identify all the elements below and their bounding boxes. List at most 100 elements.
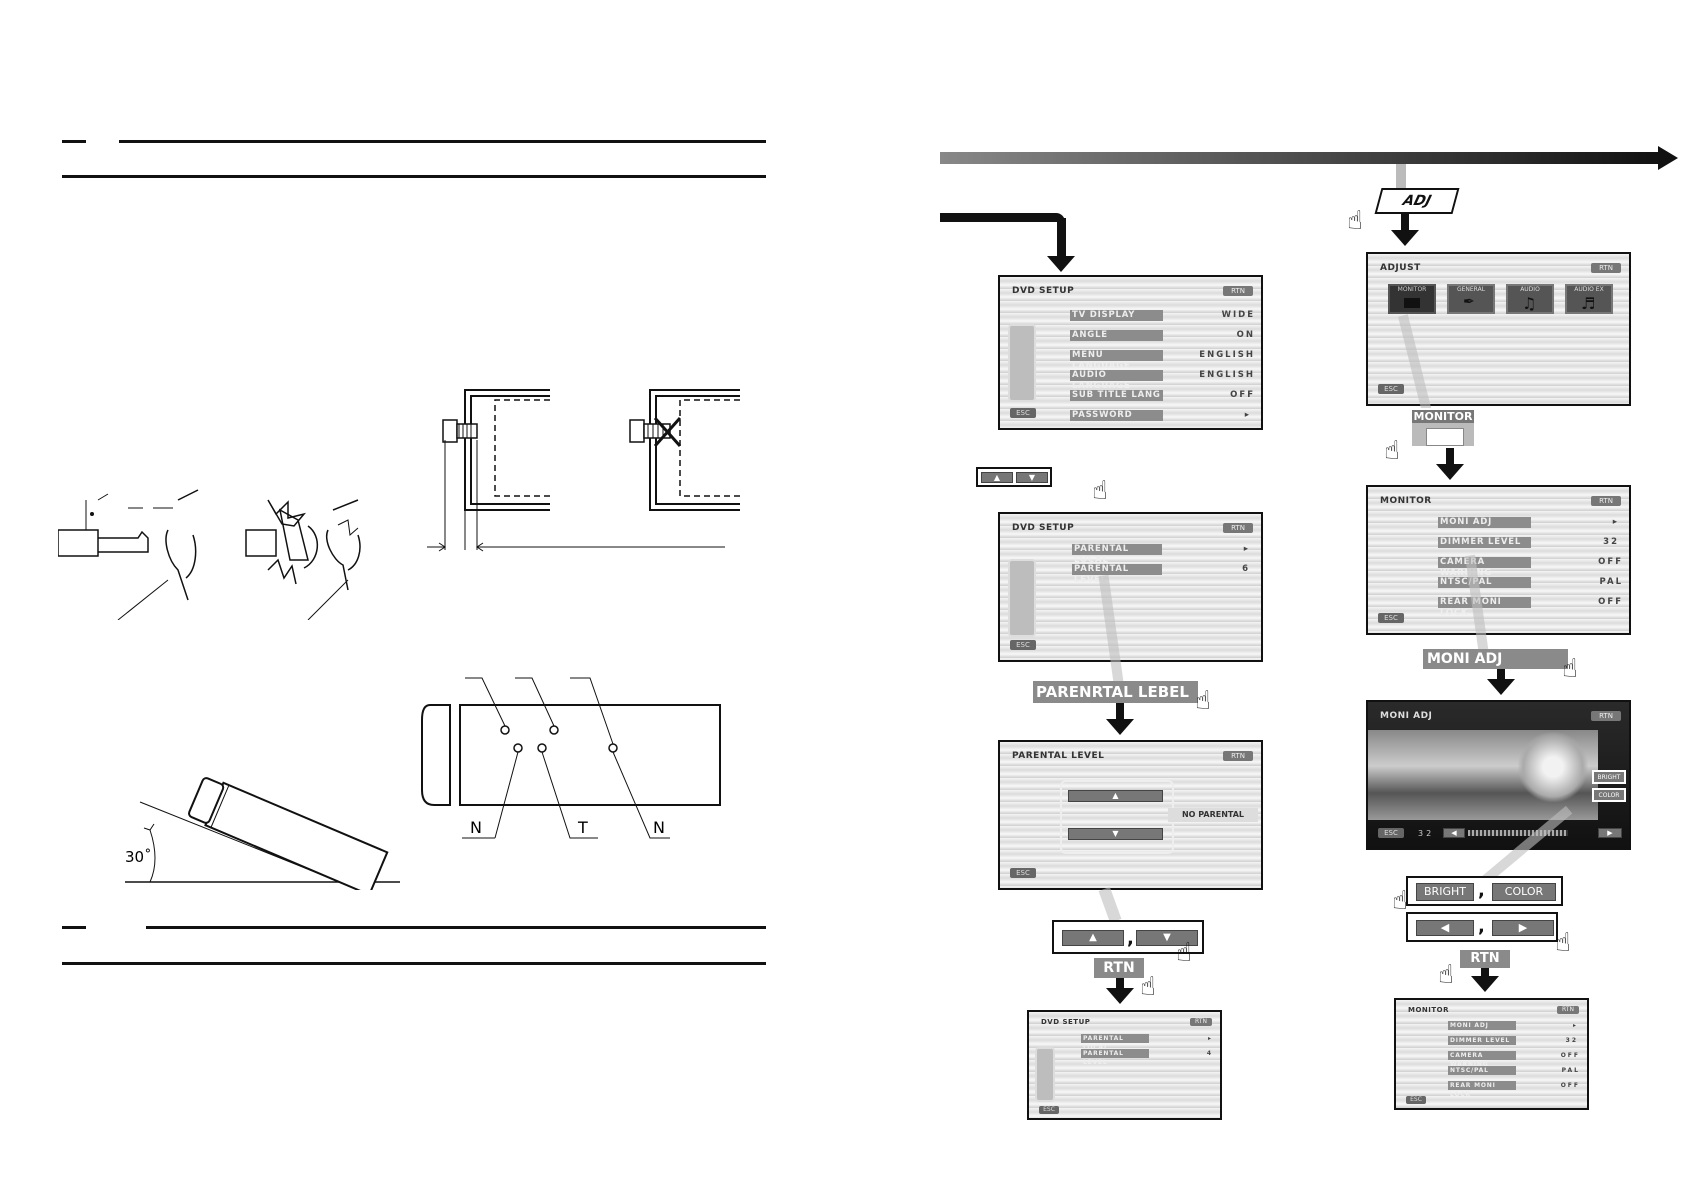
icon-label: MONITOR	[1397, 286, 1427, 293]
rtn-button[interactable]: RTN	[1190, 1018, 1212, 1026]
rtn-button[interactable]: RTN	[1591, 711, 1621, 721]
menu-row[interactable]: PARENTAL LOCAL ▸	[1081, 1034, 1213, 1051]
menu-row[interactable]: PARENTAL LOCAL ▸	[1072, 544, 1250, 565]
key-insertion-diagram	[58, 489, 361, 620]
color-button[interactable]: COLOR	[1592, 788, 1626, 802]
up-button[interactable]: ▲	[1062, 930, 1124, 946]
level-up-button[interactable]: ▲	[1068, 790, 1163, 802]
esc-button[interactable]: ESC	[1378, 828, 1404, 838]
menu-row[interactable]: TV DISPLAY WIDE	[1070, 310, 1255, 323]
hand-icon: ☝	[1438, 960, 1454, 990]
menu-row[interactable]: PARENTAL LEVEL 6	[1072, 564, 1250, 585]
audio-icon-tile[interactable]: AUDIO ♫	[1506, 284, 1554, 314]
row-label: PARENTAL LEVEL	[1081, 1049, 1149, 1066]
down-button[interactable]: ▼	[1136, 930, 1198, 946]
tree-silhouette	[1518, 732, 1588, 802]
rtn-button[interactable]: RTN	[1557, 1006, 1579, 1014]
rtn-button[interactable]: RTN	[1591, 263, 1621, 273]
right-button[interactable]: ▶	[1492, 920, 1554, 936]
menu-row[interactable]: SUB TITLE LANG OFF	[1070, 390, 1255, 403]
menu-row[interactable]: NTSC/PAL PAL	[1448, 1066, 1580, 1076]
esc-button[interactable]: ESC	[1010, 868, 1036, 878]
parental-level-callout[interactable]: PARENRTAL LEBEL	[1033, 681, 1198, 703]
right-button[interactable]: ▶	[1598, 828, 1622, 838]
rtn-button[interactable]: RTN	[1223, 751, 1253, 761]
menu-row[interactable]: MENU LANGUAGE ENGLISH	[1070, 350, 1255, 371]
menu-row[interactable]: ANGLE ON	[1070, 330, 1255, 343]
rtn-button[interactable]: RTN	[1223, 523, 1253, 533]
esc-button[interactable]: ESC	[1378, 384, 1404, 394]
menu-row[interactable]: CAMERA WARNING OFF	[1448, 1051, 1580, 1068]
esc-button[interactable]: ESC	[1406, 1096, 1426, 1104]
left-button[interactable]: ◀	[1443, 828, 1465, 838]
angle-label: 30˚	[125, 848, 152, 866]
moni-adj-screen: MONI ADJ RTN BRIGHT COLOR ESC 32 ◀ ▶	[1366, 700, 1631, 850]
color-button[interactable]: COLOR	[1492, 883, 1556, 901]
hand-icon: ☝	[1392, 886, 1408, 916]
row-value: ▸	[1244, 410, 1251, 420]
menu-row[interactable]: REAR MONI LOCK OFF	[1438, 597, 1623, 618]
menu-row[interactable]: DIMMER LEVEL 32	[1448, 1036, 1580, 1046]
down-button[interactable]: ▼	[1016, 472, 1048, 483]
arrow-stem	[1116, 703, 1124, 721]
unit-screw-holes-diagram: N T N	[421, 677, 721, 839]
entry-arrow-stem	[1057, 218, 1066, 256]
scrollbar[interactable]	[1035, 1047, 1055, 1102]
down-arrow-icon	[1471, 976, 1499, 992]
bracket-wrong-diagram	[629, 389, 740, 511]
audio-ex-icon-tile[interactable]: AUDIO EX ♬	[1565, 284, 1613, 314]
up-down-buttons: ▲ ▼	[976, 467, 1052, 487]
rtn-button[interactable]: RTN	[1591, 496, 1621, 506]
down-arrow-icon	[1391, 230, 1419, 246]
bright-button[interactable]: BRIGHT	[1592, 770, 1626, 784]
row-label: CAMERA WARNING	[1448, 1051, 1516, 1068]
row-label: REAR MONI LOCK	[1448, 1081, 1516, 1098]
music-note-icon: ♫	[1522, 294, 1537, 313]
monitor-icon	[1404, 298, 1420, 308]
scrollbar[interactable]	[1008, 324, 1036, 402]
menu-row[interactable]: AUDIO LANGUAGE ENGLISH	[1070, 370, 1255, 391]
row-value: 4	[1206, 1050, 1213, 1057]
bracket-correct-diagram	[427, 389, 725, 552]
menu-row[interactable]: MONI ADJ ▸	[1438, 517, 1623, 530]
rtn-callout[interactable]: RTN	[1460, 950, 1510, 968]
scrollbar[interactable]	[1008, 559, 1036, 637]
menu-row[interactable]: PASSWORD ▸	[1070, 410, 1255, 423]
menu-row[interactable]: DIMMER LEVEL 32	[1438, 537, 1623, 550]
row-label: DIMMER LEVEL	[1448, 1036, 1516, 1045]
row-value: OFF	[1560, 1052, 1580, 1059]
menu-row[interactable]: REAR MONI LOCK OFF	[1448, 1081, 1580, 1098]
esc-button[interactable]: ESC	[1378, 613, 1404, 623]
rtn-button[interactable]: RTN	[1223, 286, 1253, 296]
bright-button[interactable]: BRIGHT	[1416, 883, 1474, 901]
screen-title: PARENTAL LEVEL	[1012, 751, 1105, 761]
monitor-callout[interactable]: MONITOR	[1410, 408, 1476, 448]
esc-button[interactable]: ESC	[1039, 1106, 1059, 1114]
menu-row[interactable]: NTSC/PAL PAL	[1438, 577, 1623, 590]
screw-label-n2: N	[653, 818, 665, 837]
row-label: DIMMER LEVEL	[1438, 537, 1531, 548]
up-button[interactable]: ▲	[981, 472, 1013, 483]
comma: ,	[1127, 928, 1134, 949]
row-value: 32	[1565, 1037, 1578, 1044]
arrow-stem	[1116, 978, 1124, 990]
row-value: 6	[1242, 564, 1250, 574]
row-label: NTSC/PAL	[1448, 1066, 1516, 1075]
esc-button[interactable]: ESC	[1010, 408, 1036, 418]
hand-icon: ☝	[1140, 972, 1156, 1002]
esc-button[interactable]: ESC	[1010, 640, 1036, 650]
level-down-button[interactable]: ▼	[1068, 828, 1163, 840]
screen-title: MONITOR	[1408, 1006, 1449, 1014]
rtn-callout[interactable]: RTN	[1094, 958, 1144, 978]
row-label: PARENTAL LEVEL	[1072, 564, 1162, 585]
down-arrow-icon	[1436, 464, 1464, 480]
menu-row[interactable]: PARENTAL LEVEL 4	[1081, 1049, 1213, 1066]
adj-key-connector	[1396, 164, 1406, 188]
menu-row[interactable]: MONI ADJ ▸	[1448, 1021, 1580, 1031]
menu-row[interactable]: CAMERA WARNING OFF	[1438, 557, 1623, 578]
general-icon-tile[interactable]: GENERAL ✒	[1447, 284, 1495, 314]
hand-icon: ☝	[1562, 654, 1578, 684]
moni-adj-callout[interactable]: MONI ADJ	[1423, 649, 1568, 669]
monitor-icon-tile[interactable]: MONITOR	[1388, 284, 1436, 314]
left-button[interactable]: ◀	[1416, 920, 1474, 936]
